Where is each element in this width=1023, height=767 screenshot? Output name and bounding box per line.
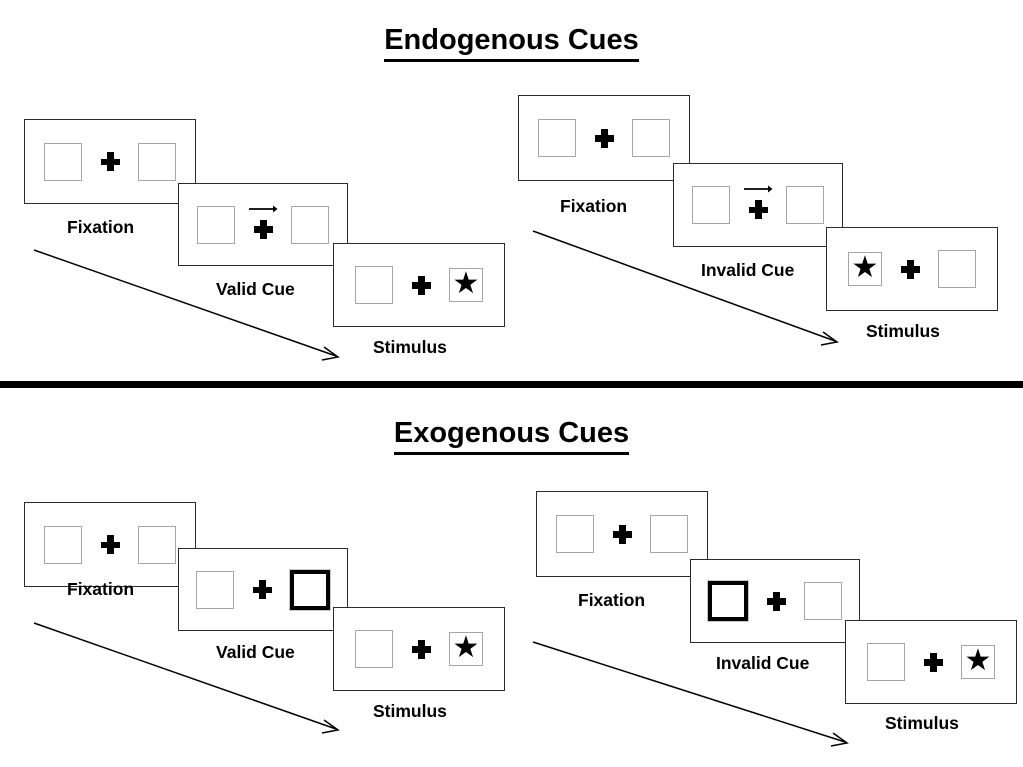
caption-endogenous-valid-fixation: Fixation [67, 217, 135, 237]
star-icon: ★ [851, 250, 879, 284]
fixation-cross-area [393, 626, 449, 672]
caption-exogenous-valid-cue: Valid Cue [216, 642, 295, 662]
plus-sign-icon [594, 128, 614, 148]
fixation-cross-area [82, 139, 138, 185]
placeholder-box-right [291, 205, 329, 244]
stimulus-box-left: ★ [848, 252, 882, 286]
caption-exogenous-valid-stimulus: Stimulus [373, 701, 447, 721]
frame-exogenous-invalid-stimulus: ★ [845, 620, 1017, 704]
fixation-cross-area [234, 567, 290, 613]
placeholder-box-right [786, 186, 824, 224]
section-title-endogenous-text: Endogenous Cues [384, 24, 639, 62]
placeholder-box-left [196, 570, 234, 609]
section-title-endogenous: Endogenous Cues [0, 24, 1023, 62]
timeline-arrow-exogenous-valid [33, 621, 348, 739]
frame-exogenous-invalid-cue [690, 559, 860, 643]
plus-sign-icon [612, 524, 632, 544]
caption-exogenous-invalid-fixation: Fixation [578, 590, 646, 610]
fixation-cross-area [576, 115, 632, 161]
placeholder-box-left [538, 119, 576, 157]
placeholder-box-left [692, 186, 730, 224]
placeholder-box-right [650, 515, 688, 553]
fixation-cross-area [594, 511, 650, 557]
stimulus-box-right: ★ [961, 645, 995, 679]
frame-exogenous-valid-fixation [24, 502, 196, 587]
fixation-cross-area [235, 202, 291, 248]
frame-exogenous-valid-stimulus: ★ [333, 607, 505, 691]
frame-endogenous-valid-cue [178, 183, 348, 266]
section-divider [0, 381, 1023, 388]
caption-endogenous-invalid-stimulus: Stimulus [866, 321, 940, 341]
caption-exogenous-valid-fixation: Fixation [67, 579, 135, 599]
frame-endogenous-valid-fixation [24, 119, 196, 204]
fixation-cross-area [748, 578, 804, 624]
frame-endogenous-valid-stimulus: ★ [333, 243, 505, 327]
frame-endogenous-invalid-cue [673, 163, 843, 247]
timeline-arrow-endogenous-invalid [532, 229, 847, 351]
caption-exogenous-invalid-stimulus: Stimulus [885, 713, 959, 733]
stimulus-box-right: ★ [449, 632, 483, 666]
frame-endogenous-invalid-stimulus: ★ [826, 227, 998, 311]
placeholder-box-left [44, 525, 82, 564]
placeholder-box-left [867, 643, 905, 681]
caption-exogenous-invalid-cue: Invalid Cue [716, 653, 810, 673]
fixation-cross-area [882, 246, 938, 292]
placeholder-box-left [355, 630, 393, 668]
rightwards-arrow-icon [743, 184, 773, 194]
fixation-cross-area [82, 522, 138, 568]
caption-endogenous-valid-stimulus: Stimulus [373, 337, 447, 357]
section-title-exogenous: Exogenous Cues [0, 417, 1023, 455]
section-title-exogenous-text: Exogenous Cues [393, 417, 630, 455]
placeholder-box-left [556, 515, 594, 553]
placeholder-box-right [632, 119, 670, 157]
placeholder-box-right [138, 142, 176, 181]
star-icon: ★ [964, 643, 992, 677]
frame-endogenous-invalid-fixation [518, 95, 690, 181]
fixation-cross-area [393, 262, 449, 308]
plus-sign-icon [900, 259, 920, 279]
plus-sign-icon [748, 200, 768, 219]
rightwards-arrow-icon [248, 204, 278, 214]
plus-sign-icon [411, 639, 431, 659]
exogenous-cue-box-left [707, 580, 749, 622]
placeholder-box-right [138, 525, 176, 564]
frame-exogenous-valid-cue [178, 548, 348, 631]
fixation-cross-area [905, 639, 961, 685]
plus-sign-icon [252, 580, 272, 599]
placeholder-box-left [197, 205, 235, 244]
placeholder-box-left [355, 266, 393, 304]
fixation-cross-area [730, 182, 786, 228]
caption-endogenous-invalid-fixation: Fixation [560, 196, 628, 216]
stimulus-box-right: ★ [449, 268, 483, 302]
frame-exogenous-invalid-fixation [536, 491, 708, 577]
placeholder-box-left [44, 142, 82, 181]
placeholder-box-right [804, 582, 842, 620]
placeholder-box-right [938, 250, 976, 288]
plus-sign-icon [100, 152, 120, 171]
exogenous-cue-box-right [289, 568, 331, 611]
caption-endogenous-invalid-cue: Invalid Cue [701, 260, 795, 280]
plus-sign-icon [923, 652, 943, 672]
plus-sign-icon [253, 219, 273, 239]
star-icon: ★ [452, 266, 480, 300]
star-icon: ★ [452, 630, 480, 664]
plus-sign-icon [100, 535, 120, 554]
caption-endogenous-valid-cue: Valid Cue [216, 279, 295, 299]
plus-sign-icon [766, 591, 786, 611]
plus-sign-icon [411, 275, 431, 295]
